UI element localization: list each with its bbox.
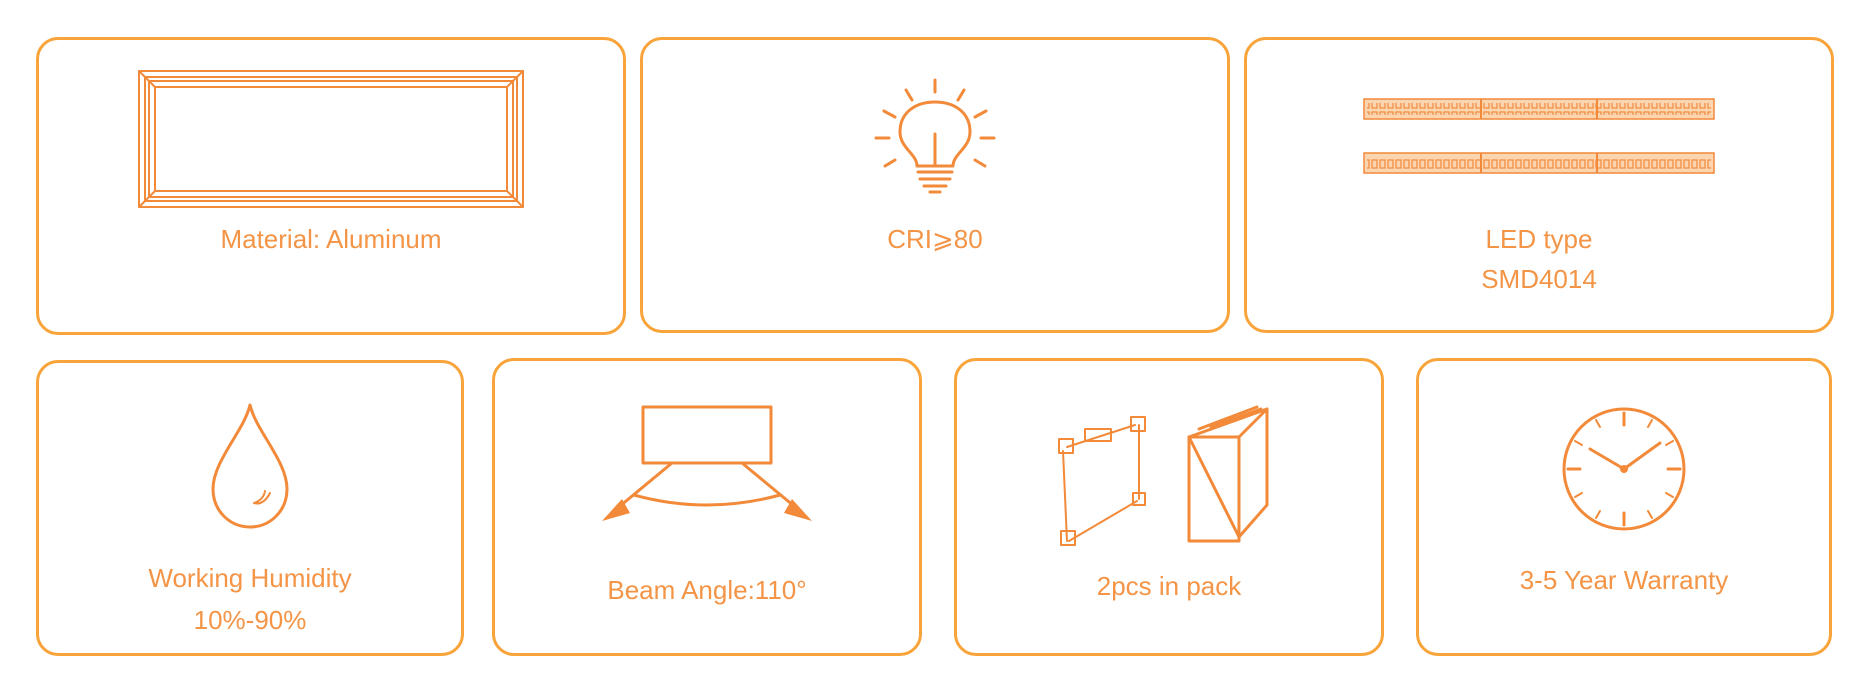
material-label: Material: Aluminum: [220, 224, 442, 254]
beam-angle-icon: [602, 405, 812, 521]
feature-card-pack: 2pcs in pack: [954, 358, 1384, 656]
aluminum-frame-icon: [138, 70, 524, 208]
panel-and-box-icon: [1058, 405, 1269, 546]
feature-card-material: Material: Aluminum: [36, 37, 626, 335]
led-type-label: LED type: [1485, 224, 1593, 254]
lightbulb-icon: [874, 78, 996, 194]
beam-angle-label: Beam Angle:110°: [607, 575, 807, 605]
feature-card-cri: CRI⩾80: [640, 37, 1230, 333]
cri-label: CRI⩾80: [887, 224, 983, 254]
feature-card-beam-angle: Beam Angle:110°: [492, 358, 922, 656]
feature-card-humidity: Working Humidity 10%-90%: [36, 360, 464, 656]
feature-card-led-type: LED type SMD4014: [1244, 37, 1834, 333]
clock-icon: [1562, 407, 1686, 531]
warranty-label: 3-5 Year Warranty: [1519, 565, 1729, 595]
feature-card-warranty: 3-5 Year Warranty: [1416, 358, 1832, 656]
water-drop-icon: [211, 403, 289, 529]
pack-label: 2pcs in pack: [1096, 571, 1242, 601]
led-type-value: SMD4014: [1481, 264, 1597, 294]
humidity-value: 10%-90%: [193, 605, 307, 635]
humidity-label: Working Humidity: [148, 563, 352, 593]
led-strip-icon: [1363, 98, 1715, 174]
